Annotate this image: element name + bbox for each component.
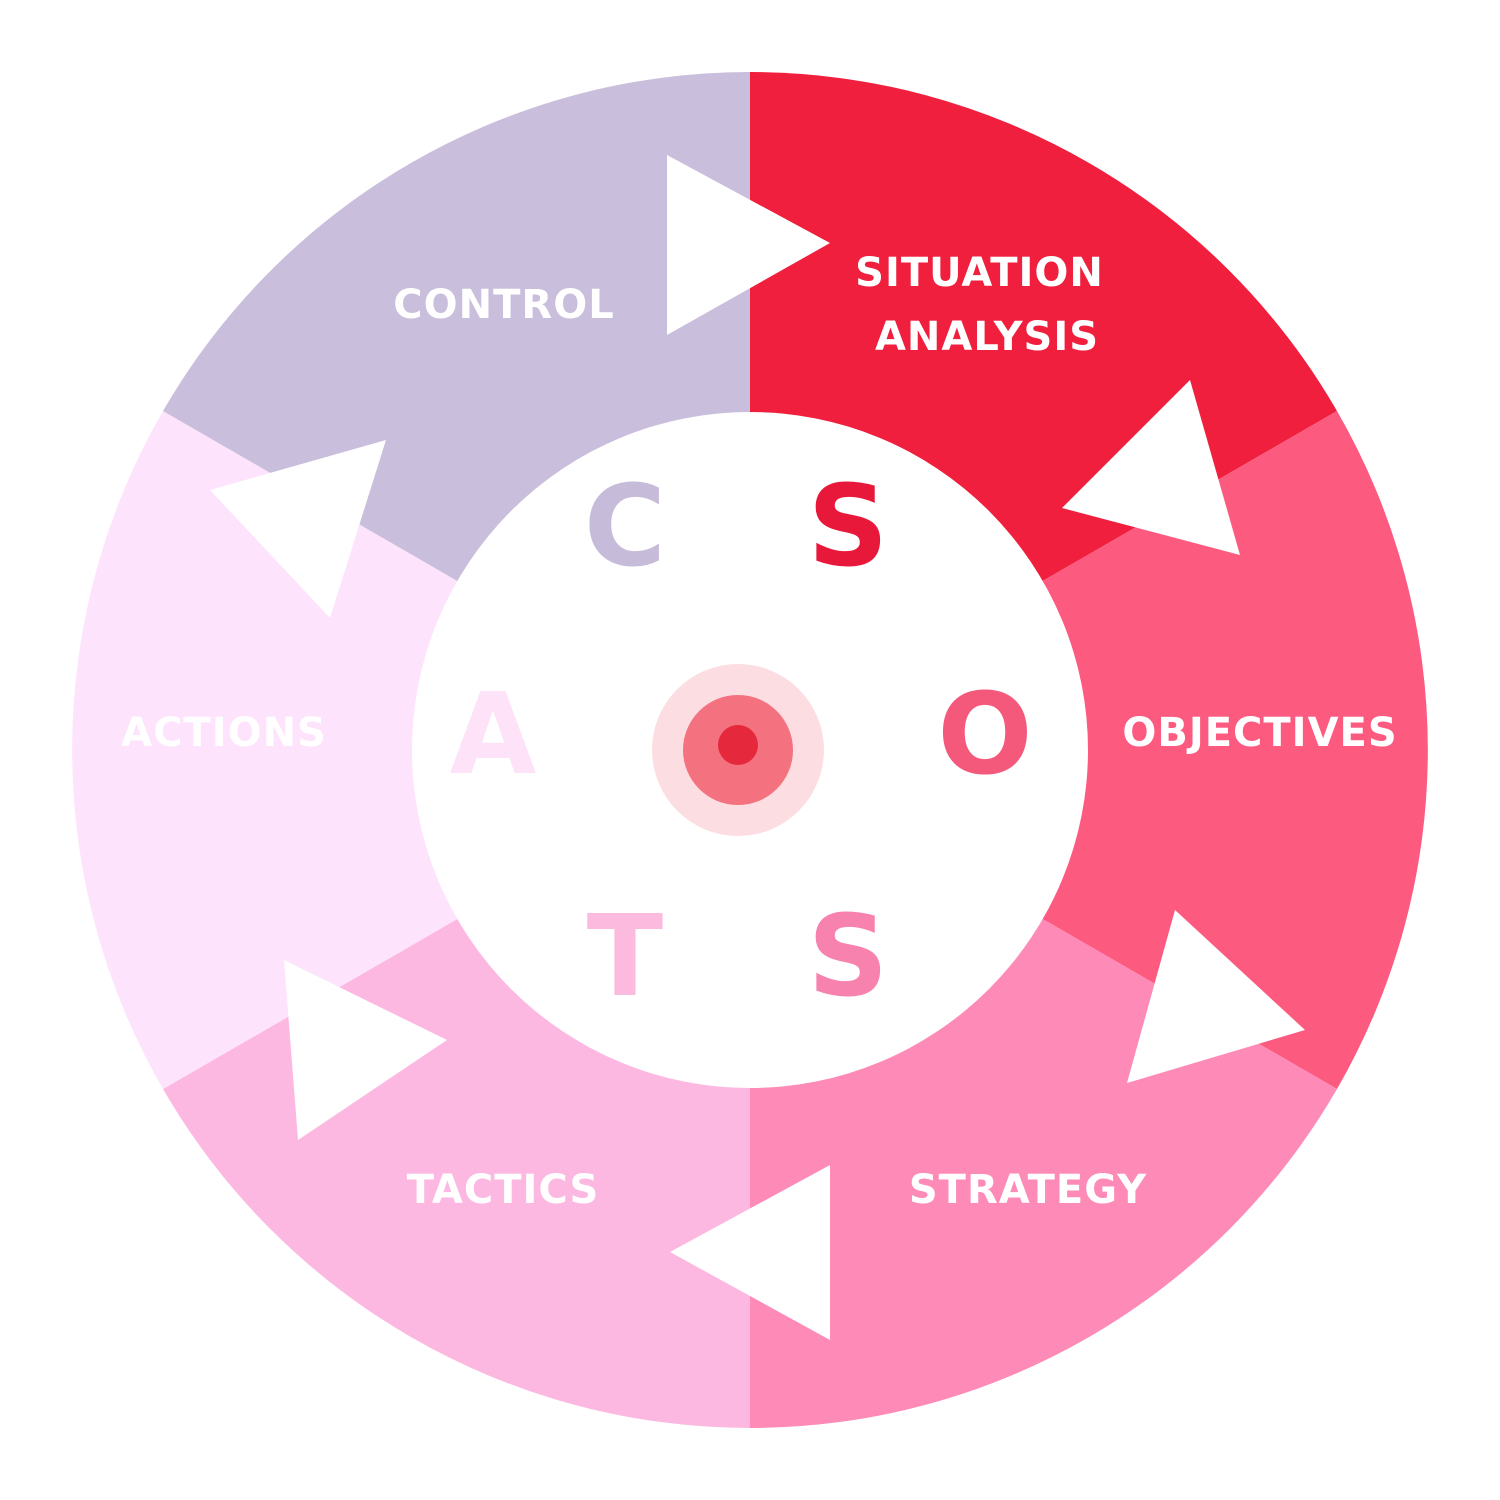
letter-s-strategy: S xyxy=(808,892,889,1022)
letter-o-objectives: O xyxy=(937,670,1032,800)
segment-actions xyxy=(72,411,750,1089)
letter-t-tactics: T xyxy=(587,892,663,1022)
label-tactics: TACTICS xyxy=(407,1167,600,1213)
label-control: CONTROL xyxy=(393,282,614,328)
letter-s-situation: S xyxy=(808,462,889,592)
cycle-arrows xyxy=(210,155,1305,1340)
label-situation-analysis: SITUATION ANALYSIS xyxy=(855,250,1119,360)
arrow-actions-to-control-icon xyxy=(210,440,386,618)
arrow-strategy-to-tactics-icon xyxy=(670,1165,830,1340)
label-situation-line-1: SITUATION xyxy=(855,250,1104,296)
label-actions: ACTIONS xyxy=(121,710,327,756)
arrow-tactics-to-actions-icon xyxy=(284,960,447,1140)
target-bullseye xyxy=(718,725,758,765)
letter-a-actions: A xyxy=(450,670,537,800)
segment-objectives xyxy=(750,411,1428,1089)
segment-labels: SITUATION ANALYSIS OBJECTIVES STRATEGY T… xyxy=(121,250,1397,1213)
label-situation-line-2: ANALYSIS xyxy=(875,314,1099,360)
target-icon xyxy=(652,664,824,836)
label-strategy: STRATEGY xyxy=(909,1167,1147,1213)
arrow-situation-to-objectives-icon xyxy=(1062,380,1240,555)
center-letters: S O S T A C xyxy=(450,462,1033,1022)
arrow-control-to-situation-icon xyxy=(667,155,830,335)
label-objectives: OBJECTIVES xyxy=(1122,710,1397,756)
letter-c-control: C xyxy=(584,462,666,592)
arrow-objectives-to-strategy-icon xyxy=(1127,910,1305,1083)
